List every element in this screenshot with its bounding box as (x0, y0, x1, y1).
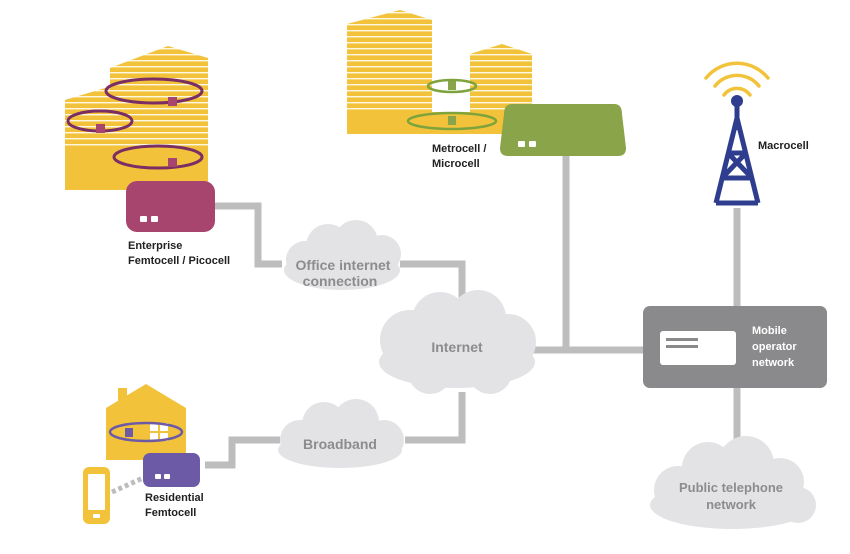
office-cloud-label-line2: connection (303, 273, 378, 289)
metro-building-icon (347, 10, 532, 134)
phone-wireless-link (110, 475, 145, 495)
internet-cloud-label: Internet (431, 339, 483, 355)
metro-coverage-rings (406, 78, 498, 131)
router-icon (126, 181, 215, 232)
operator-label-line3: network (752, 357, 795, 369)
link-enterprise-office (215, 202, 282, 268)
operator-label-line1: Mobile (752, 325, 787, 337)
enterprise-access-points (96, 97, 177, 167)
mobile-phone-icon (83, 467, 110, 524)
enterprise-router (126, 181, 215, 232)
enterprise-label-line1: Enterprise (128, 240, 182, 252)
tower-top (731, 95, 743, 107)
link-office-internet (400, 260, 466, 300)
metro-router (500, 104, 626, 156)
signal-waves-icon (704, 61, 770, 97)
link-broadband-residential (205, 436, 280, 469)
metro-label-line1: Metrocell / (432, 143, 486, 155)
office-building-icon (65, 46, 208, 190)
broadband-cloud (278, 399, 404, 468)
pstn-cloud-label-line2: network (706, 497, 757, 512)
pstn-cloud-label-line1: Public telephone (679, 480, 783, 495)
residential-label-line2: Femtocell (145, 507, 196, 519)
enterprise-label-line2: Femtocell / Picocell (128, 255, 230, 267)
router-icon (143, 453, 200, 487)
cell-tower-icon (713, 104, 761, 206)
operator-network-box (643, 306, 827, 388)
broadband-cloud-label: Broadband (303, 436, 377, 452)
router-icon (500, 104, 626, 156)
residential-router (143, 453, 200, 487)
macrocell-label: Macrocell (758, 140, 809, 152)
connection-links (205, 155, 741, 469)
residential-access-point (125, 428, 133, 437)
pstn-cloud (650, 436, 816, 529)
office-cloud (284, 220, 401, 290)
operator-label-line2: operator (752, 341, 797, 353)
residential-label-line1: Residential (145, 492, 204, 504)
residential-coverage-ring (108, 421, 184, 443)
metro-access-points (448, 81, 456, 125)
metro-label-line2: Microcell (432, 158, 480, 170)
internet-cloud (379, 290, 536, 394)
link-internet-broadband (405, 392, 466, 444)
office-cloud-label-line1: Office internet (296, 257, 391, 273)
